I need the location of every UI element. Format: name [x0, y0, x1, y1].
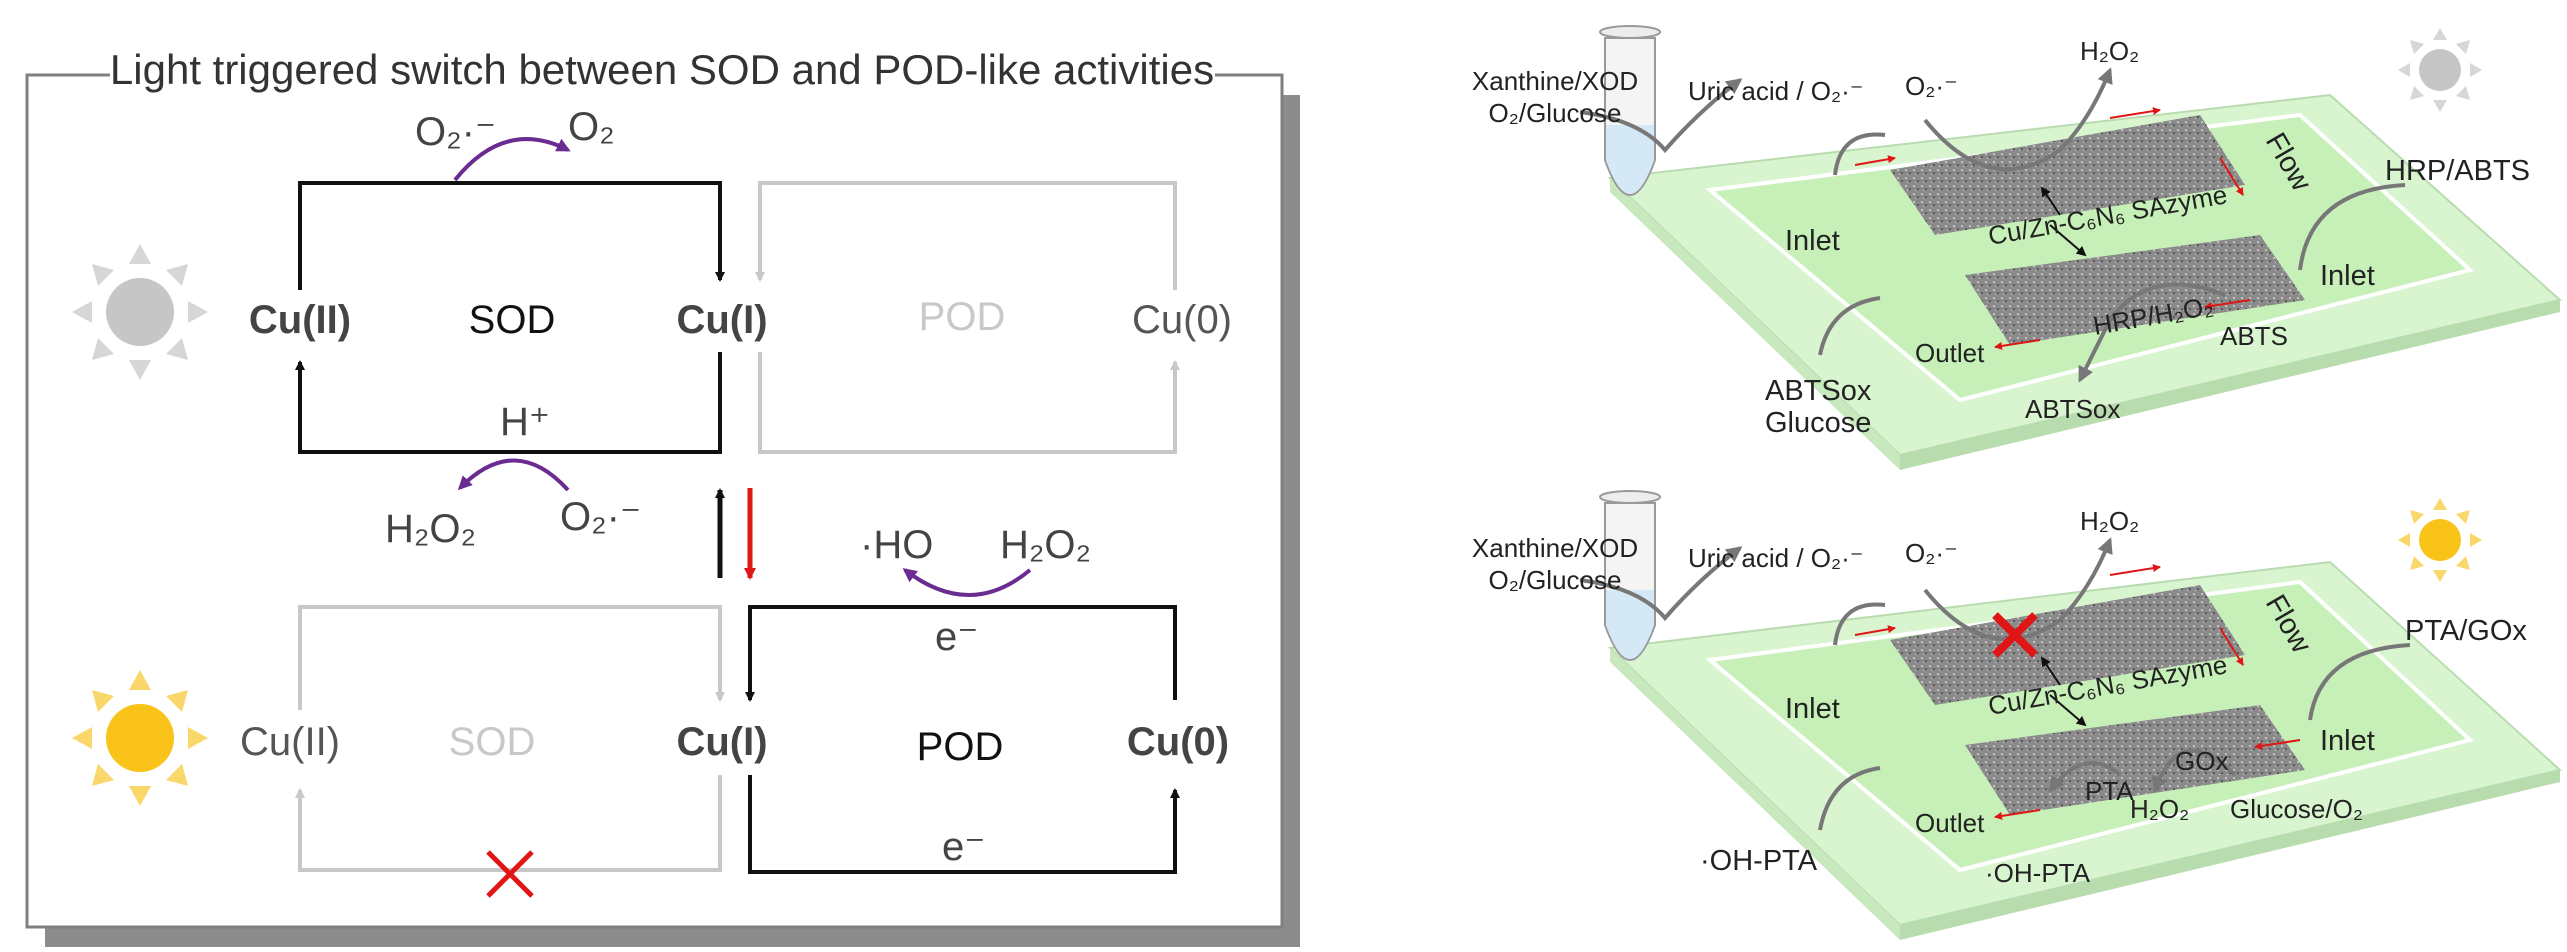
- chip1-inlet-right: Inlet: [2320, 260, 2375, 292]
- bottom-sod-faded: SOD: [449, 720, 536, 764]
- top-proton: H⁺: [500, 400, 550, 444]
- chip2-output: Uric acid / O₂·⁻: [1688, 543, 1864, 573]
- panel-frame: [25, 73, 1284, 929]
- sun-on-icon: [72, 670, 208, 806]
- bottom-hydroxyl: ·HO: [860, 523, 933, 567]
- top-substrate: O₂·⁻: [415, 110, 496, 154]
- sun-off-icon: [2398, 28, 2482, 112]
- sazyme-strip-2: [1965, 235, 2305, 345]
- below-substrate: O₂·⁻: [560, 495, 641, 539]
- chip1-output: Uric acid / O₂·⁻: [1688, 76, 1864, 106]
- h2o2-formation-arrow: [457, 458, 570, 492]
- sazyme-strip-1: [1890, 585, 2245, 705]
- chip1-glucose: Glucose: [1765, 407, 1871, 439]
- tube-icon: [1599, 490, 1661, 661]
- bottom-cu2-faded: Cu(II): [240, 720, 340, 764]
- o2-conversion-arrow: [453, 137, 571, 182]
- top-product: O₂: [568, 105, 615, 149]
- panel-title: Light triggered switch between SOD and P…: [110, 46, 1214, 93]
- chip2-inlet-left: Inlet: [1785, 693, 1840, 725]
- oh-formation-arrow: [902, 568, 1032, 597]
- chip1-hrp-abts: HRP/ABTS: [2385, 155, 2530, 187]
- tube-icon: [1599, 25, 1661, 196]
- chip1-inlet-left: Inlet: [1785, 225, 1840, 257]
- chip2-inlet-right: Inlet: [2320, 725, 2375, 757]
- top-pod-faded: POD: [919, 295, 1006, 339]
- chip1-abtsox-bottom: ABTSox: [2025, 394, 2120, 424]
- bottom-cu1: Cu(I): [676, 720, 767, 764]
- chip2-h2o2-low: H₂O₂: [2130, 794, 2189, 824]
- sazyme-strip-1: [1890, 115, 2245, 235]
- chip1-reagent2: O₂/Glucose: [1489, 98, 1622, 128]
- bottom-electron-top: e⁻: [935, 615, 978, 659]
- chip1-abtsox-left: ABTSox: [1765, 375, 1872, 407]
- bottom-cu0: Cu(0): [1127, 720, 1229, 764]
- chip2-glucose-o2: Glucose/O₂: [2230, 794, 2363, 824]
- top-cu1: Cu(I): [676, 298, 767, 342]
- chip2-reagent: Xanthine/XOD: [1472, 533, 1638, 563]
- chip2-pta-gox: PTA/GOx: [2405, 615, 2527, 647]
- chip-top: Xanthine/XOD O₂/Glucose Uric acid / O₂·⁻…: [1472, 25, 2563, 470]
- chip2-pta: PTA: [2085, 776, 2134, 806]
- cross-icon: [486, 850, 534, 898]
- chip2-reagent2: O₂/Glucose: [1489, 565, 1622, 595]
- top-cu0-faded: Cu(0): [1132, 298, 1232, 342]
- chip2-o2-radical: O₂·⁻: [1905, 538, 1958, 568]
- bottom-electron-bottom: e⁻: [942, 825, 985, 869]
- left-panel: Light triggered switch between SOD and P…: [25, 45, 1300, 947]
- below-product: H₂O₂: [385, 507, 476, 551]
- chip2-outlet: Outlet: [1915, 808, 1985, 838]
- chip2-gox: GOx: [2175, 746, 2228, 776]
- sun-on-icon: [2398, 498, 2482, 582]
- chip1-reagent: Xanthine/XOD: [1472, 66, 1638, 96]
- chip1-outlet: Outlet: [1915, 338, 1985, 368]
- sun-off-icon: [72, 244, 208, 380]
- chip1-abts: ABTS: [2220, 321, 2288, 351]
- chip2-oh-pta-bottom: ·OH-PTA: [1985, 858, 2091, 888]
- cross-icon: [1992, 612, 2038, 658]
- chip1-o2-radical: O₂·⁻: [1905, 71, 1958, 101]
- top-cu2: Cu(II): [249, 298, 351, 342]
- top-sod-label: SOD: [469, 298, 556, 342]
- bottom-pod-cycle: ·HO H₂O₂ e⁻ Cu(II) SOD Cu(I) POD Cu(0) e…: [240, 523, 1229, 898]
- chip-bottom: Xanthine/XOD O₂/Glucose Uric acid / O₂·⁻…: [1472, 490, 2563, 940]
- top-sod-cycle: O₂·⁻ O₂ Cu(II) SOD Cu(I) POD Cu(0) H⁺ H₂…: [249, 105, 1232, 551]
- chip1-h2o2: H₂O₂: [2080, 36, 2139, 66]
- chip2-oh-pta-left: ·OH-PTA: [1700, 845, 1818, 877]
- bottom-h2o2: H₂O₂: [1000, 523, 1091, 567]
- bottom-pod-label: POD: [917, 725, 1004, 769]
- chip2-h2o2: H₂O₂: [2080, 506, 2139, 536]
